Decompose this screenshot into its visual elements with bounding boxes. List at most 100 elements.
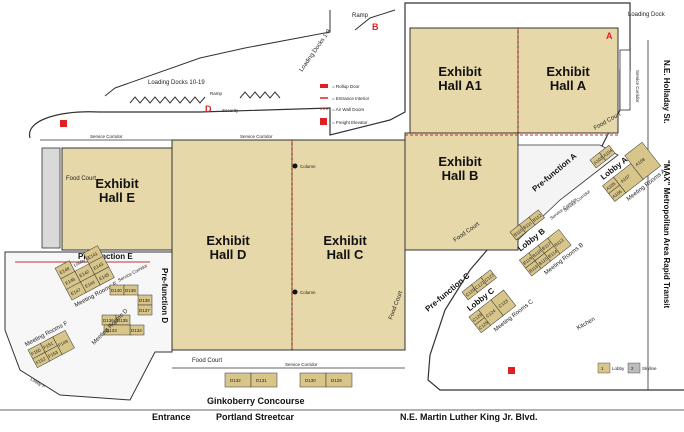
room-d139[interactable]: [123, 284, 139, 296]
room-c123-label: C123: [497, 298, 509, 309]
meeting-rooms-a-block: A103 A104 A105 A106 A107 A108 Lobby A Me…: [589, 141, 667, 203]
max-transit-label: "MAX" Metropolitan Area Rapid Transit: [662, 160, 671, 309]
exhibit-hall-a1[interactable]: [409, 27, 519, 134]
level-legend: 1 Lobby 2 Skyline: [597, 362, 657, 374]
b-letter: B: [372, 22, 379, 32]
exhibit-hall-a[interactable]: [517, 27, 619, 134]
room-d135-label: D135: [117, 318, 128, 323]
room-e144-label: E144: [84, 279, 96, 289]
a-letter: A: [606, 31, 613, 41]
room-d129-label: D129: [331, 378, 342, 383]
room-f151-label: F151: [43, 341, 55, 350]
room-d134-label: D134: [131, 328, 142, 333]
room-a108[interactable]: [624, 141, 661, 180]
legend-entrance-label: = Entrance Interior: [332, 96, 370, 101]
legend-rollup-swatch: [320, 84, 328, 88]
exhibit-hall-e[interactable]: [61, 147, 173, 251]
exhibit-hall-c[interactable]: [291, 139, 406, 351]
room-b110-label: B110: [513, 227, 524, 238]
prefunction-a-area: [517, 144, 619, 241]
room-b116-label: B116: [528, 263, 539, 274]
service-corridor-bottom-label: Service Corridor: [285, 362, 318, 367]
room-e143-label: E143: [93, 261, 105, 271]
room-b114-label: B114: [547, 249, 558, 260]
food-court-d-label: Food Court: [192, 358, 222, 364]
mlk-blvd-label: N.E. Martin Luther King Jr. Blvd.: [400, 412, 538, 422]
room-b111-label: B111: [522, 220, 533, 230]
room-d133[interactable]: [103, 324, 131, 336]
entrance-label: Entrance: [152, 412, 191, 422]
room-d129[interactable]: [325, 372, 353, 388]
room-d138-label: D138: [139, 298, 150, 303]
kitchen-label: Kitchen: [576, 317, 596, 332]
room-d133-label: D133: [106, 328, 117, 333]
room-c121-label: C121: [474, 279, 486, 290]
service-corridor-1-label: Service Corridor: [90, 134, 123, 139]
room-d140-label: D140: [111, 288, 122, 293]
service-corridor-2-label: Service Corridor: [240, 134, 273, 139]
room-b119-label: B119: [522, 255, 533, 266]
room-e147[interactable]: [65, 281, 87, 301]
room-f149-label: F149: [57, 338, 69, 347]
room-d131[interactable]: [250, 372, 278, 388]
room-e141-label: E141: [87, 251, 99, 261]
room-a103-label: A103: [593, 155, 605, 166]
room-e145-label: E145: [98, 272, 110, 282]
stair-e[interactable]: [41, 147, 61, 249]
room-a108-label: A108: [634, 157, 646, 168]
door-legend: = Rollup Door = Entrance Interior = Air …: [320, 84, 370, 125]
room-a107-label: A107: [620, 173, 632, 184]
loading-dock-top-label: Loading Dock: [628, 12, 666, 18]
loading-docks-10-19-zigzag: [129, 96, 206, 104]
service-corridor-right-label: Service Corridor: [635, 70, 640, 103]
room-b117-label: B117: [541, 241, 552, 252]
room-b113[interactable]: [547, 229, 572, 255]
column-label-2: Column: [300, 290, 316, 295]
room-c123[interactable]: [490, 289, 517, 316]
room-d139-label: D139: [125, 288, 136, 293]
column-label-1: Column: [300, 164, 316, 169]
level-2-label: 2: [631, 366, 634, 371]
room-c122-label: C122: [484, 272, 496, 283]
room-e148[interactable]: [54, 260, 76, 280]
portland-streetcar-label: Portland Streetcar: [216, 412, 295, 422]
room-c122[interactable]: [480, 269, 497, 286]
room-f152-label: F152: [35, 356, 47, 365]
room-a104[interactable]: [599, 144, 616, 161]
stair-a[interactable]: [619, 49, 631, 111]
room-d132-label: D132: [230, 378, 241, 383]
room-f153-label: F153: [47, 349, 59, 358]
room-c126-label: C126: [472, 312, 484, 323]
ramp-security-label: Ramp: [210, 91, 223, 96]
room-e146-label: E146: [64, 276, 76, 286]
room-f150-label: F150: [30, 347, 42, 356]
ginkoberry-concourse-label: Ginkoberry Concourse: [207, 396, 305, 406]
legend-rollup-label: = Rollup Door: [332, 84, 360, 89]
room-a106-label: A106: [611, 189, 623, 200]
freight-elevator-1: [60, 120, 67, 127]
room-a104-label: A104: [602, 148, 614, 159]
prefunction-e-label: Pre-function E: [78, 252, 133, 261]
food-court-e-label: Food Court: [66, 176, 96, 182]
room-b112[interactable]: [528, 209, 545, 226]
room-b112-label: B112: [532, 212, 543, 223]
legend-freight-label: = Freight Elevator: [332, 120, 368, 125]
legend-airwall-label: = Air Wall Doors: [332, 107, 365, 112]
room-d131-label: D131: [256, 378, 267, 383]
exhibit-hall-d[interactable]: [171, 139, 293, 351]
room-d137[interactable]: [137, 304, 153, 316]
level-1-swatch: [597, 362, 611, 374]
loading-docks-10-19-label: Loading Docks 10-19: [148, 80, 205, 86]
room-b118-label: B118: [531, 248, 542, 259]
holladay-street-label: N.E. Holladay St.: [662, 60, 671, 124]
room-f153[interactable]: [44, 345, 63, 362]
room-e145[interactable]: [94, 266, 115, 286]
loading-dock-line: [104, 10, 331, 97]
loading-docks-1-9-zigzag: [239, 91, 281, 99]
